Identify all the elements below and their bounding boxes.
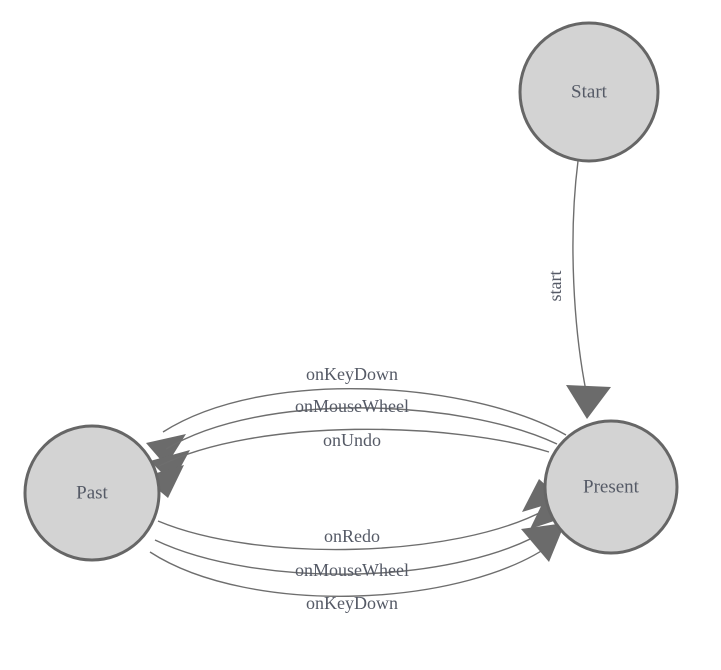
- node-start-circle: [518, 21, 660, 163]
- arrow-head-into-present-1: [522, 479, 562, 512]
- node-start[interactable]: Start: [518, 21, 660, 163]
- node-past-circle: [23, 424, 161, 562]
- edge-label-past-present-onredo: onRedo: [324, 526, 380, 546]
- edge-present-to-past-onkeydown[interactable]: onKeyDown: [146, 364, 567, 466]
- edge-past-to-present-onredo-path: [157, 509, 546, 551]
- edge-label-start: start: [545, 271, 565, 302]
- edge-label-past-present-onmousewheel: onMouseWheel: [295, 560, 409, 580]
- edge-present-to-past-onmousewheel[interactable]: onMouseWheel: [150, 396, 558, 483]
- edge-start-to-present-path: [572, 160, 587, 392]
- node-past[interactable]: Past: [23, 424, 161, 562]
- edge-label-present-past-onundo: onUndo: [323, 430, 381, 450]
- edge-label-present-past-onmousewheel: onMouseWheel: [295, 396, 409, 416]
- edge-present-to-past-onmousewheel-path: [165, 407, 558, 450]
- node-start-label: Start: [571, 81, 608, 102]
- edge-past-to-present-onkeydown-path: [149, 540, 557, 597]
- edge-present-to-past-onundo-path: [158, 428, 550, 467]
- edge-present-to-past-onkeydown-path: [162, 387, 567, 436]
- edge-label-past-present-onkeydown: onKeyDown: [306, 593, 398, 613]
- edge-past-to-present-onkeydown[interactable]: onKeyDown: [149, 523, 565, 613]
- node-past-label: Past: [76, 482, 108, 503]
- node-present-label: Present: [583, 476, 640, 497]
- node-present-circle: [543, 419, 679, 555]
- edge-present-to-past-onundo[interactable]: onUndo: [143, 428, 550, 498]
- arrow-head-into-past-2: [150, 450, 190, 483]
- edge-start-to-present[interactable]: start: [545, 160, 611, 419]
- arrow-head-into-past-3: [143, 465, 184, 498]
- arrow-head-into-present-top: [566, 385, 611, 419]
- edge-label-present-past-onkeydown: onKeyDown: [306, 364, 398, 384]
- arrow-head-into-present-3: [521, 523, 565, 562]
- edge-layer: start onKeyDown onMouseWheel onUndo: [143, 160, 611, 613]
- arrow-head-into-past-1: [146, 434, 186, 466]
- node-layer: Start Past Present: [23, 21, 679, 562]
- node-present[interactable]: Present: [543, 419, 679, 555]
- edge-past-to-present-onmousewheel-path: [154, 526, 553, 575]
- edge-past-to-present-onredo[interactable]: onRedo: [157, 479, 562, 551]
